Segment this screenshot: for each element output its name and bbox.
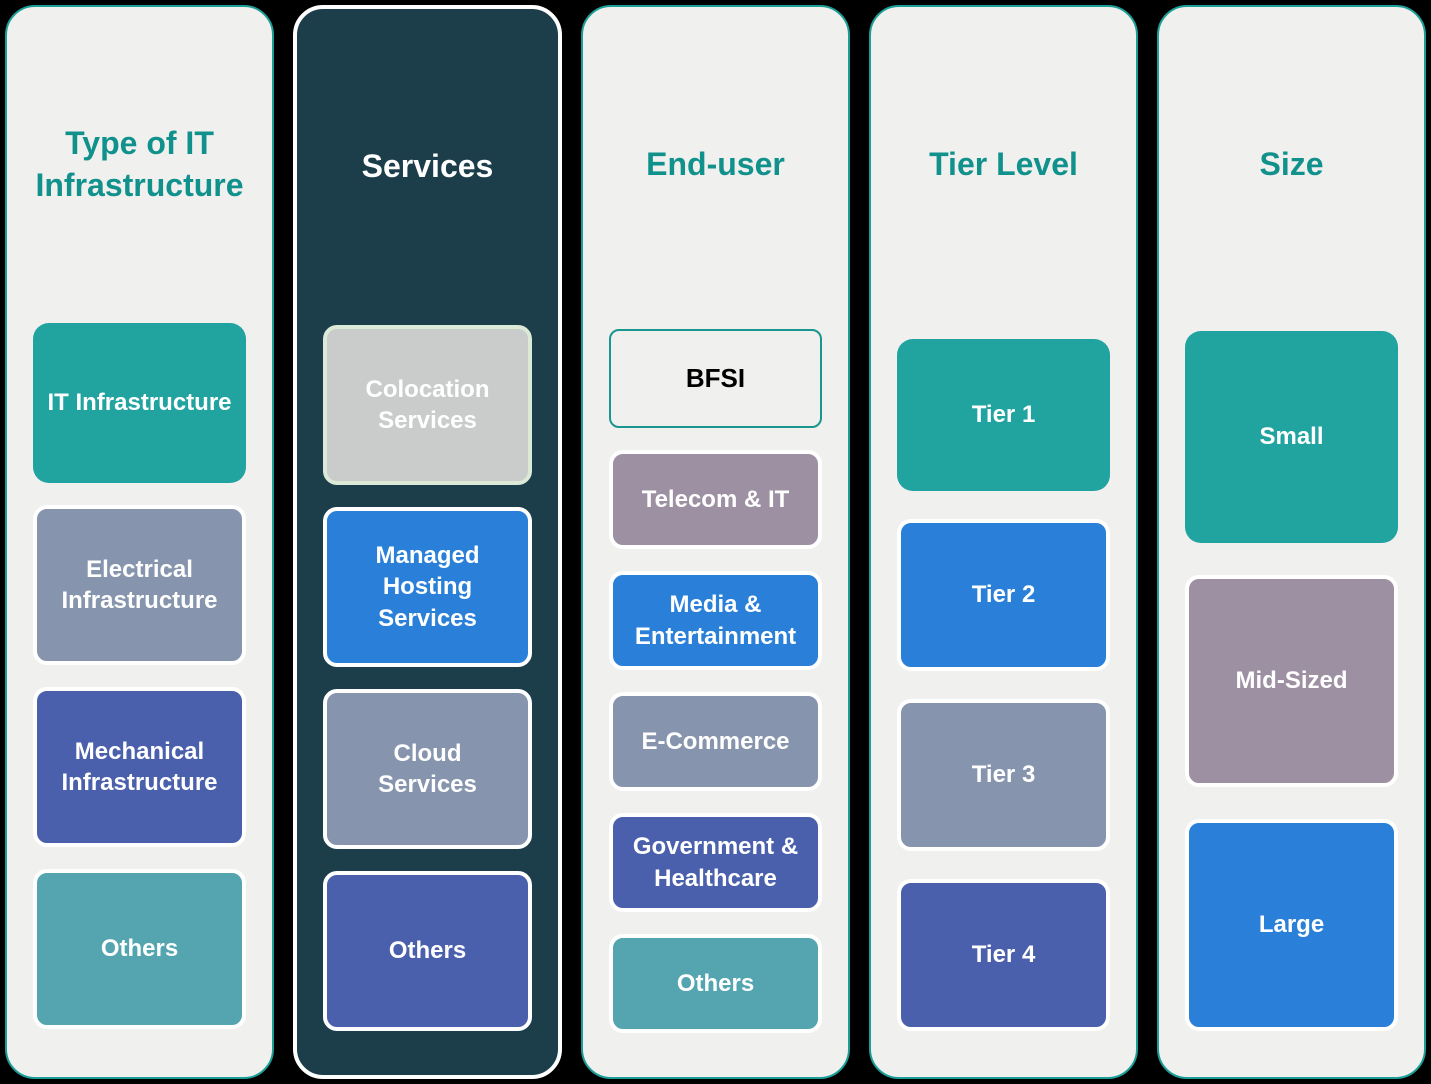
box-label: Others [100,935,179,963]
box-tier-4: Tier 4 [897,879,1110,1031]
box-services-others: Others [323,871,532,1031]
box-label: Others [388,937,467,965]
box-mechanical-infrastructure: Mechanical Infrastructure [33,687,246,847]
box-label: Small [1259,423,1324,451]
box-telecom-it: Telecom & IT [609,450,822,549]
box-label: IT Infrastructure [47,389,232,417]
box-bfsi: BFSI [609,329,822,428]
box-label: BFSI [685,362,746,393]
box-label: Colocation Services [365,375,490,434]
column-title-type-of-it-infrastructure: Type of IT Infrastructure [35,125,244,203]
box-cloud-services: Cloud Services [323,689,532,849]
box-government-healthcare: Government & Healthcare [609,813,822,912]
box-label: Tier 3 [971,761,1036,789]
box-label: Telecom & IT [641,485,790,513]
box-label: Mid-Sized [1235,667,1348,695]
column-title-size: Size [1259,146,1324,183]
box-mid-sized: Mid-Sized [1185,575,1398,787]
box-label: Tier 4 [971,941,1036,969]
box-end-user-others: Others [609,934,822,1033]
column-items: BFSI Telecom & IT Media & Entertainment … [609,329,822,1033]
box-managed-hosting-services: Managed Hosting Services [323,507,532,667]
box-label: Tier 2 [971,581,1036,609]
box-label: Cloud Services [378,739,477,798]
column-size: Size Small Mid-Sized Large [1157,5,1426,1079]
column-title-services: Services [361,148,494,185]
box-it-infrastructure: IT Infrastructure [33,323,246,483]
column-end-user: End-user BFSI Telecom & IT Media & Enter… [581,5,850,1079]
box-label: Tier 1 [971,401,1036,429]
box-label: Government & Healthcare [632,833,799,892]
column-items: Small Mid-Sized Large [1185,331,1398,1031]
column-items: IT Infrastructure Electrical Infrastruct… [33,323,246,1029]
column-tier-level: Tier Level Tier 1 Tier 2 Tier 3 Tier 4 [869,5,1138,1079]
box-small: Small [1185,331,1398,543]
box-colocation-services: Colocation Services [323,325,532,485]
column-title-end-user: End-user [646,146,785,183]
box-label: Large [1258,911,1325,939]
box-label: Others [676,969,755,997]
column-items: Tier 1 Tier 2 Tier 3 Tier 4 [897,339,1110,1031]
box-infrastructure-others: Others [33,869,246,1029]
box-tier-3: Tier 3 [897,699,1110,851]
box-label: Managed Hosting Services [375,542,480,632]
box-e-commerce: E-Commerce [609,692,822,791]
box-electrical-infrastructure: Electrical Infrastructure [33,505,246,665]
box-label: Electrical Infrastructure [61,555,218,614]
column-services: Services Colocation Services Managed Hos… [293,5,562,1079]
box-label: Media & Entertainment [634,591,797,650]
box-tier-2: Tier 2 [897,519,1110,671]
box-large: Large [1185,819,1398,1031]
box-tier-1: Tier 1 [897,339,1110,491]
column-items: Colocation Services Managed Hosting Serv… [323,325,532,1031]
column-title-tier-level: Tier Level [929,146,1078,183]
column-type-of-it-infrastructure: Type of IT Infrastructure IT Infrastruct… [5,5,274,1079]
box-media-entertainment: Media & Entertainment [609,571,822,670]
box-label: Mechanical Infrastructure [61,737,218,796]
box-label: E-Commerce [641,727,790,755]
